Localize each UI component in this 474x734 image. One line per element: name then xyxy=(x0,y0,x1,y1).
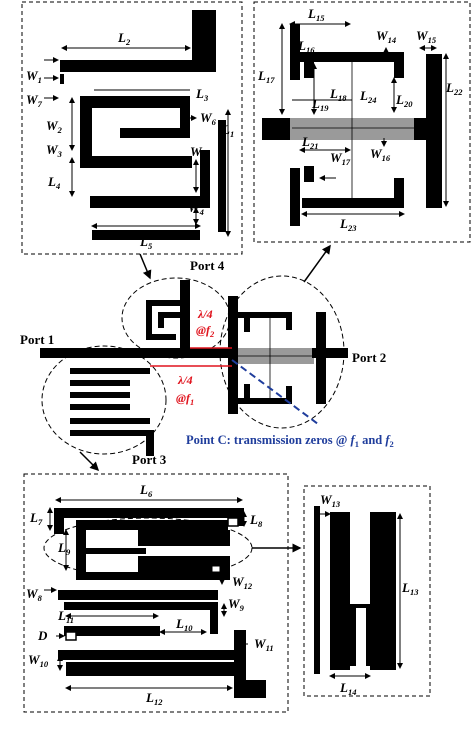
dimension-lines xyxy=(279,21,449,217)
quarter-wave-f1-label: λ/4 xyxy=(177,373,193,387)
dim-label: L4 xyxy=(47,174,60,191)
zoom-line xyxy=(139,253,152,280)
overview-layout: Port 1 Port 2 Port 3 Port 4 λ/4 @f2 λ/4 … xyxy=(20,244,394,472)
dim-label: L11 xyxy=(57,608,74,625)
quarter-wave-f2-freq: @f2 xyxy=(196,323,215,339)
panel-bottom-right: W13 L13 L14 xyxy=(303,485,431,697)
via-pad xyxy=(227,517,239,527)
dim-label: L14 xyxy=(339,680,356,697)
dim-label: L22 xyxy=(445,80,463,97)
dim-label: L7 xyxy=(29,510,43,527)
dim-label: L18 xyxy=(329,86,347,103)
dim-label: D xyxy=(37,628,48,643)
zoomed-fingers xyxy=(314,506,396,674)
dimension-lines xyxy=(318,511,403,679)
panel-top-left: L2 W1 W7 L3 W2 W6 L1 W3 W5 L4 W4 L5 xyxy=(21,1,243,255)
dim-label: L23 xyxy=(339,216,357,233)
dim-label: L15 xyxy=(307,6,325,23)
dimension-lines xyxy=(44,497,248,691)
dim-label: W15 xyxy=(416,28,437,45)
port4-label: Port 4 xyxy=(190,258,225,273)
panel-frame xyxy=(23,473,289,713)
quarter-wave-f2-label: λ/4 xyxy=(197,307,213,321)
finger-gap xyxy=(356,608,366,666)
quarter-wave-f1-freq: @f1 xyxy=(176,391,194,407)
interdigital-resonator xyxy=(54,508,266,698)
dim-label: W17 xyxy=(330,150,351,167)
dim-label: L12 xyxy=(145,690,163,707)
zoom-line xyxy=(79,451,100,472)
zoom-line xyxy=(303,244,331,283)
dim-label: W12 xyxy=(232,574,253,591)
dim-label: W8 xyxy=(26,586,43,603)
dim-label: L6 xyxy=(139,482,153,499)
dim-label: L8 xyxy=(249,512,263,529)
dimension-lines xyxy=(44,45,231,237)
dim-label: W1 xyxy=(26,68,42,85)
port3-label: Port 3 xyxy=(132,452,167,467)
dim-label: W5 xyxy=(190,144,207,161)
dim-label: W9 xyxy=(228,596,245,613)
dim-label: W3 xyxy=(46,142,63,159)
zoom-ellipse-port3 xyxy=(41,345,167,455)
dim-label: L1 xyxy=(221,122,234,139)
dim-label: W6 xyxy=(200,110,217,127)
point-c-label: Point C: transmission zeros @ f1 and f2 xyxy=(186,433,394,449)
dim-label: W7 xyxy=(26,92,43,109)
dim-label: L16 xyxy=(297,38,315,55)
panel-bottom-left: L6 L7 L8 L9 W8 W12 L11 W9 L10 D W11 W10 … xyxy=(23,473,302,713)
dim-label: W2 xyxy=(46,118,63,135)
via-pad xyxy=(65,631,77,641)
dim-label: W13 xyxy=(320,492,341,509)
spiral-resonator-top xyxy=(60,10,226,240)
dim-label: W16 xyxy=(370,146,391,163)
dim-label: W11 xyxy=(254,636,274,653)
dim-label: L19 xyxy=(311,96,329,113)
dim-label: W10 xyxy=(28,652,49,669)
dim-label: L2 xyxy=(117,30,131,47)
via-pad xyxy=(211,565,221,573)
dim-label: L3 xyxy=(195,86,209,103)
dim-label: L10 xyxy=(175,616,193,633)
port2-label: Port 2 xyxy=(352,350,386,365)
dim-label: L20 xyxy=(395,92,413,109)
port1-label: Port 1 xyxy=(20,332,54,347)
panel-frame xyxy=(21,1,243,255)
overview-metal xyxy=(40,280,348,456)
dim-label: L13 xyxy=(401,580,419,597)
panel-top-right: L15 L16 W14 W15 L17 L18 L24 L20 L22 L19 … xyxy=(253,1,471,243)
point-c-pointer xyxy=(231,359,319,425)
dim-label: L9 xyxy=(57,540,71,557)
dim-label: W14 xyxy=(376,28,396,45)
panel-frame xyxy=(253,1,471,243)
panel-frame xyxy=(303,485,431,697)
dim-label: L24 xyxy=(359,88,376,105)
dim-label: L17 xyxy=(257,68,275,85)
